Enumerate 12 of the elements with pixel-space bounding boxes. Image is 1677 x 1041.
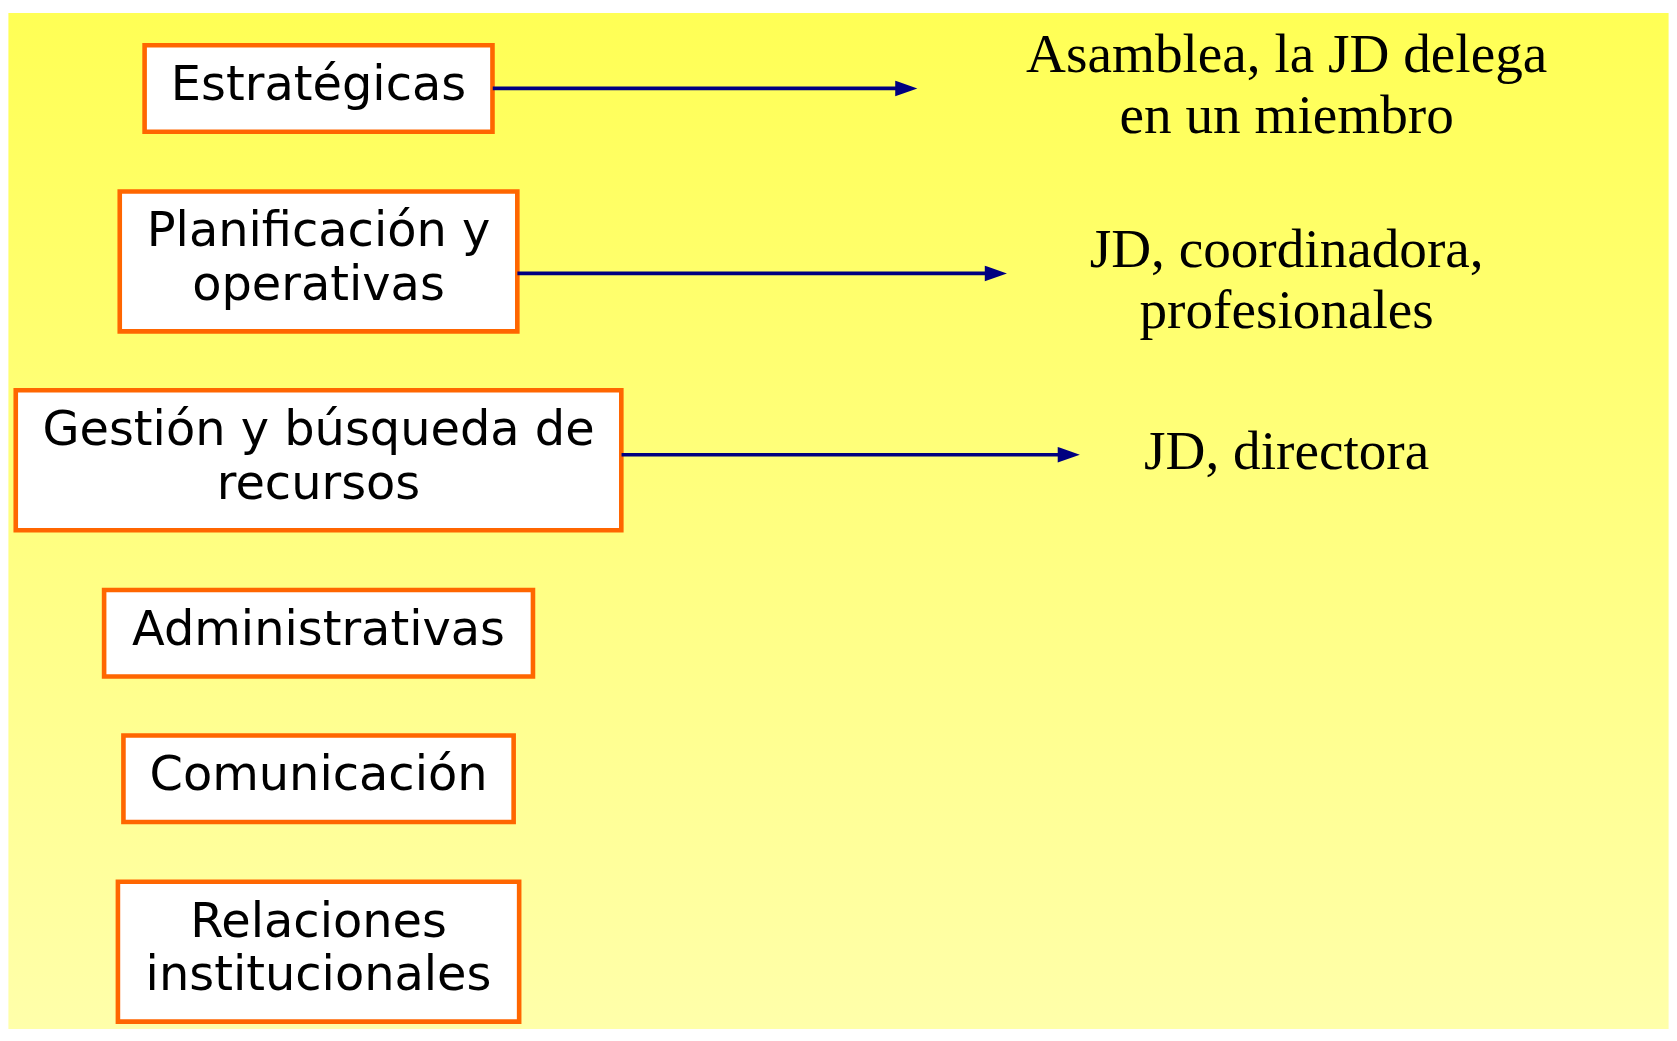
- node-box: Gestión y búsqueda de recursos: [13, 387, 624, 532]
- node-text: Asamblea, la JD delega en un miembro: [1026, 22, 1548, 145]
- arrow: [492, 80, 918, 96]
- node-box: Administrativas: [101, 587, 536, 679]
- node-text: JD, coordinadora, profesionales: [1089, 217, 1484, 340]
- node-box: Comunicación: [121, 732, 516, 824]
- arrow: [621, 446, 1080, 462]
- arrow: [517, 265, 1007, 281]
- node-box: Planificación y operativas: [117, 188, 520, 334]
- node-box: Estratégicas: [142, 42, 495, 134]
- node-box: Relaciones institucionales: [115, 878, 522, 1024]
- node-text: JD, directora: [1144, 419, 1430, 481]
